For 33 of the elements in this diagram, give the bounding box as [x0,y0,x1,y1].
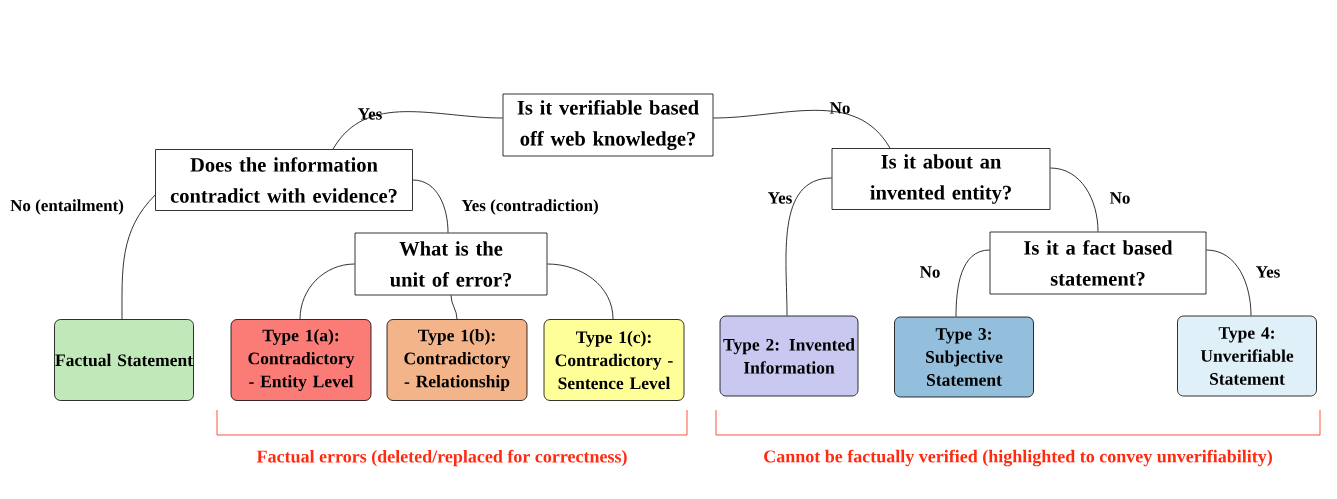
connector-line [1050,167,1099,232]
connector-line [1206,249,1252,316]
connector-line [955,249,990,317]
connector-line [450,295,458,320]
edge-label: Yes [768,192,792,204]
group-note: Factual errors (deleted/replaced for correctness) [256,449,627,467]
edge-label: No [829,102,850,114]
edge-label: Yes [358,108,382,120]
connector-line [412,179,449,233]
connector-line [332,111,503,150]
question-box: Does the information contradict with evidence? [155,149,413,211]
question-box: What is the unit of error? [354,232,548,296]
connector-line [713,109,891,149]
group-note: Cannot be factually verified (highlighted to convey unverifiability) [764,449,1272,467]
category-box: Type 4: Unverifiable Statement [1177,315,1317,397]
edge-label: No [919,266,940,278]
connector-line [547,263,614,320]
category-box: Type 3: Subjective Statement [894,316,1034,398]
connector-line [785,177,832,316]
question-box: Is it about an invented entity? [831,148,1051,210]
question-box: Is it a fact based statement? [989,231,1207,295]
category-box: Factual Statement [54,319,194,401]
category-box: Type 1(b): Contradictory - Relationship [386,319,528,401]
connector-line [121,194,156,320]
edge-label: No (entailment) [10,199,124,215]
category-box: Type 1(a): Contradictory - Entity Level [230,319,372,401]
connector-line [299,263,355,320]
edge-label: Yes [1256,266,1280,278]
category-box: Type 2: Invented Information [719,315,859,397]
edge-label: Yes (contradiction) [461,199,598,215]
category-box: Type 1(c): Contradictory - Sentence Level [543,319,685,401]
question-box: Is it verifiable based off web knowledge? [502,93,714,157]
edge-label: No [1109,192,1130,204]
